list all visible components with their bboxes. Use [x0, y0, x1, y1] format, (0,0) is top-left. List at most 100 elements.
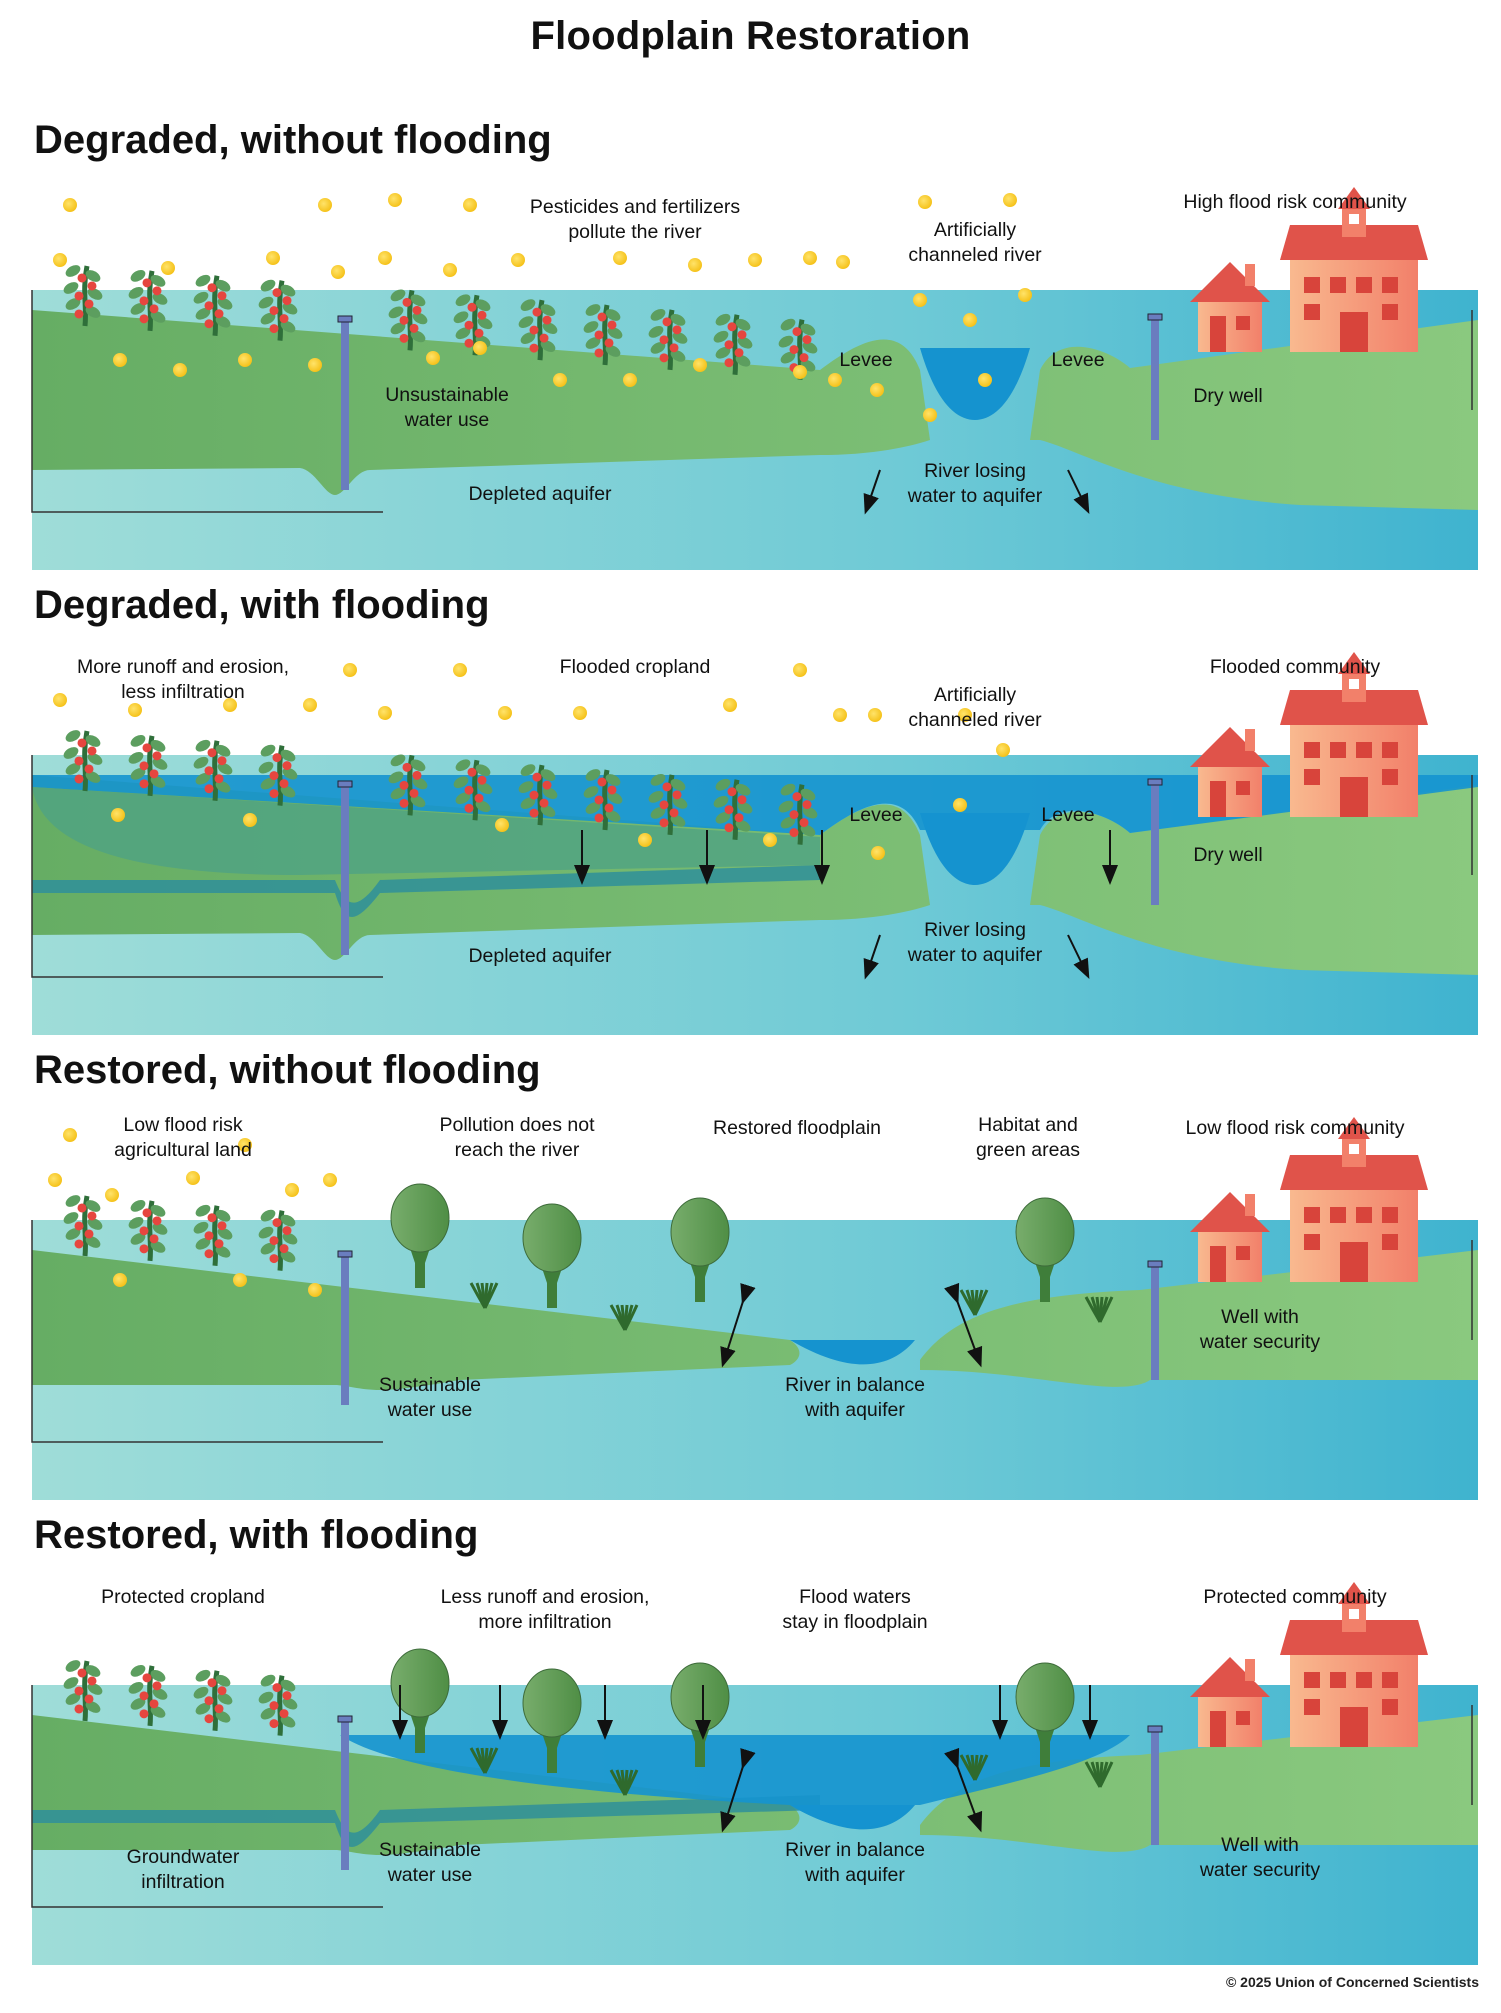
label-line: Well with — [1221, 1306, 1299, 1328]
pollutant-dot-icon — [105, 1188, 119, 1202]
pollutant-dot-icon — [266, 251, 280, 265]
well-pipe-icon — [1147, 313, 1163, 440]
pollutant-dot-icon — [495, 818, 509, 832]
label-line: water to aquifer — [907, 944, 1043, 966]
grass-icon — [469, 1282, 499, 1309]
label-line: Artificially — [933, 219, 1017, 241]
tree-icon — [522, 1203, 582, 1308]
label-line: channeled river — [908, 709, 1042, 731]
pollutant-dot-icon — [553, 373, 567, 387]
saturated-soil-band — [32, 1795, 820, 1847]
pollutant-dot-icon — [978, 373, 992, 387]
crop-plant-icon — [128, 1199, 168, 1262]
crop-plant-icon — [258, 1209, 298, 1271]
crop-plant-icon — [778, 783, 818, 845]
arrow-diagonal-icon — [1067, 934, 1090, 979]
crop-plant-icon — [63, 265, 103, 327]
pollutant-dot-icon — [996, 743, 1010, 757]
pollutant-dot-icon — [323, 1173, 337, 1187]
pollutant-dot-icon — [318, 198, 332, 212]
pollutant-dot-icon — [573, 706, 587, 720]
river-channel — [920, 813, 1030, 885]
crop-plant-icon — [193, 1669, 233, 1731]
pollutant-dot-icon — [378, 251, 392, 265]
pollutant-dot-icon — [871, 846, 885, 860]
label-line: Levee — [1051, 349, 1105, 371]
pollutant-dot-icon — [763, 833, 777, 847]
label-levee-right: Levee — [1051, 348, 1104, 373]
arrow-diagonal-icon — [1067, 469, 1090, 514]
pollutant-dot-icon — [688, 258, 702, 272]
label-line: less infiltration — [121, 681, 245, 703]
label-line: Groundwater — [126, 1846, 240, 1868]
copyright-notice: © 2025 Union of Concerned Scientists — [1225, 1974, 1479, 1990]
pollutant-dot-icon — [870, 383, 884, 397]
pollutant-dot-icon — [923, 408, 937, 422]
pollutant-dot-icon — [303, 698, 317, 712]
pollutant-dot-icon — [473, 341, 487, 355]
crop-plant-icon — [258, 744, 298, 806]
scene-illustration — [31, 652, 1478, 1035]
label-channel: Artificially channeled river — [908, 683, 1041, 733]
label-well: Sustainable water use — [379, 1838, 481, 1888]
label-line: Pollution does not — [439, 1114, 595, 1136]
panel-restored-with-flooding: Restored, with flooding Protected cropla… — [0, 1505, 1501, 1965]
label-line: water to aquifer — [907, 485, 1043, 507]
pollutant-dot-icon — [308, 358, 322, 372]
crop-plant-icon — [63, 730, 103, 792]
pollutant-dot-icon — [953, 798, 967, 812]
river-channel — [790, 1340, 915, 1365]
arrow-diagonal-icon — [863, 934, 881, 980]
pollutant-dot-icon — [793, 663, 807, 677]
river-channel — [920, 348, 1030, 420]
grass-icon — [1084, 1296, 1114, 1323]
label-line: with aquifer — [805, 1399, 905, 1421]
label-line: Artificially — [933, 684, 1017, 706]
label-line: River in balance — [785, 1374, 925, 1396]
panel-title: Degraded, without flooding — [34, 118, 552, 162]
soil-layer — [32, 1250, 1478, 1390]
pollutant-dot-icon — [243, 813, 257, 827]
label-line: channeled river — [908, 244, 1042, 266]
label-line: Protected community — [1203, 1586, 1387, 1608]
crop-plant-icon — [63, 1195, 103, 1257]
label-line: Dry well — [1193, 385, 1263, 407]
label-line: water security — [1199, 1331, 1321, 1353]
pollutant-dot-icon — [388, 193, 402, 207]
crop-plant-icon — [193, 1204, 233, 1266]
scene-illustration — [31, 187, 1478, 570]
label-line: Well with — [1221, 1834, 1299, 1856]
crop-plant-icon — [388, 754, 428, 816]
pollutant-dot-icon — [223, 698, 237, 712]
label-line: Sustainable — [379, 1839, 481, 1861]
frame-line — [31, 1685, 383, 1908]
pollutant-dot-icon — [113, 1273, 127, 1287]
crop-plant-icon — [63, 1660, 103, 1722]
pollutant-dot-icon — [918, 195, 932, 209]
scene-group — [31, 1582, 1478, 1965]
label-line: Sustainable — [379, 1374, 481, 1396]
label-goodwell: Well with water security — [1200, 1833, 1320, 1883]
label-aquifer: Depleted aquifer — [468, 482, 611, 507]
label-line: water use — [387, 1864, 473, 1886]
arrow-bidirectional-icon — [720, 1748, 756, 1833]
scene-illustration — [31, 1582, 1478, 1965]
crop-plant-icon — [128, 269, 168, 332]
label-line: Low flood risk — [123, 1114, 243, 1136]
crop-plant-icon — [648, 773, 688, 836]
label-line: water security — [1199, 1859, 1321, 1881]
pollutant-dot-icon — [285, 1183, 299, 1197]
grass-icon — [469, 1747, 499, 1774]
pollutant-dot-icon — [958, 708, 972, 722]
pollutant-dot-icon — [426, 351, 440, 365]
pollutant-dot-icon — [836, 255, 850, 269]
house-icon — [1190, 1192, 1270, 1282]
